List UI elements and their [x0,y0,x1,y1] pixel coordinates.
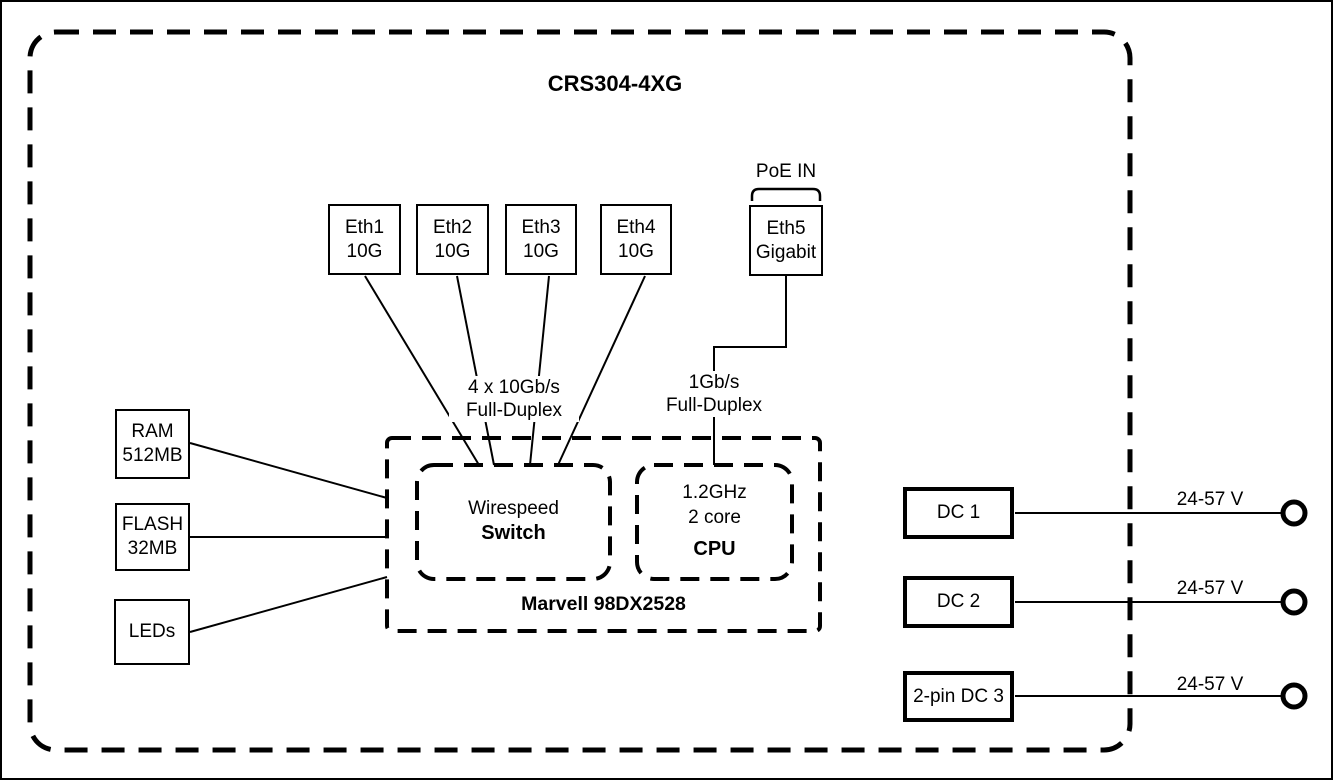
voltage-label-dc2: 24-57 V [1176,578,1244,599]
power-jack-circle-dc1 [1280,499,1308,527]
poe-in-bracket [750,187,822,201]
dc2-box: DC 2 [903,576,1014,628]
cpu-uplink-label: 1Gb/s Full-Duplex [649,371,779,417]
ram-label: RAM [131,421,174,442]
port-eth3-box: Eth3 10G [505,204,577,275]
cpu-block-line2: 2 core [688,507,741,528]
link-line-eth1 [364,275,480,466]
port-eth4-speed: 10G [618,240,654,262]
ram-size: 512MB [122,445,183,466]
link-line-eth2 [456,275,495,466]
port-eth1-box: Eth1 10G [328,204,401,275]
device-title: CRS304-4XG [547,71,683,96]
switch-box [415,463,612,581]
flash-size: 32MB [127,538,178,559]
port-eth3-speed: 10G [523,240,559,262]
flash-box: FLASH 32MB [115,503,190,571]
switch-block-text: Wirespeed Switch [417,464,610,578]
cpu-block-line1: 1.2GHz [682,482,747,503]
switch-uplink-label-line1: 4 x 10Gb/s [468,377,560,398]
dc1-box: DC 1 [903,487,1014,539]
link-line-ram [189,442,388,499]
poe-in-label: PoE IN [755,161,817,182]
port-eth4-box: Eth4 10G [600,204,672,275]
port-eth1-name: Eth1 [344,216,385,238]
port-eth2-speed: 10G [434,240,471,262]
port-eth1-speed: 10G [346,240,383,262]
leds-box: LEDs [114,599,190,665]
switch-block-line2: Switch [481,522,546,544]
link-line-eth4 [557,275,646,466]
device-outline [27,29,1133,753]
flash-label: FLASH [121,514,184,535]
dc3-label: 2-pin DC 3 [913,685,1004,707]
switch-uplink-label: 4 x 10Gb/s Full-Duplex [449,376,579,422]
port-eth3-name: Eth3 [521,216,561,238]
ram-box: RAM 512MB [115,409,190,479]
soc-box [385,436,822,633]
port-eth4-name: Eth4 [616,216,656,238]
cpu-uplink-label-line2: Full-Duplex [665,395,763,416]
cpu-block-line3: CPU [693,538,736,560]
cpu-block-text: 1.2GHz 2 core CPU [637,464,792,578]
port-eth2-name: Eth2 [432,216,473,238]
voltage-label-dc1: 24-57 V [1176,489,1244,510]
port-eth5-box: Eth5 Gigabit [749,205,823,276]
link-line-leds [189,576,388,633]
switch-block-line1: Wirespeed [468,498,559,519]
cpu-box [635,463,794,581]
voltage-label-dc3: 24-57 V [1176,674,1244,695]
power-jack-circle-dc3 [1280,682,1308,710]
cpu-uplink-label-line1: 1Gb/s [688,372,740,393]
port-eth2-box: Eth2 10G [416,204,489,275]
port-eth5-name: Eth5 [766,217,806,239]
switch-uplink-label-line2: Full-Duplex [465,400,563,421]
port-eth5-speed: Gigabit [755,241,817,263]
link-line-eth3 [529,275,550,466]
leds-label: LEDs [128,621,176,642]
dc3-box: 2-pin DC 3 [903,671,1014,722]
dc2-label: DC 2 [936,591,981,612]
power-jack-circle-dc2 [1280,588,1308,616]
soc-name-label: Marvell 98DX2528 [521,593,686,615]
dc1-label: DC 1 [936,502,981,523]
